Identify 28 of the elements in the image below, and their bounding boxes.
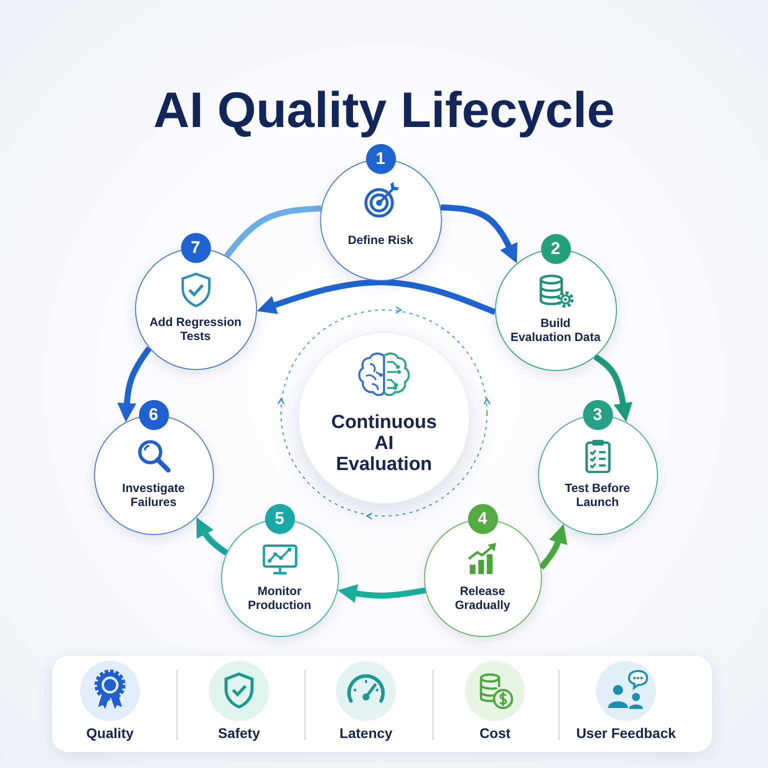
step-number: 6 (138, 400, 168, 430)
metric-label: User Feedback (575, 724, 677, 742)
arrow (440, 204, 518, 264)
step-number: 5 (264, 504, 294, 534)
arrow (594, 354, 632, 422)
arrow (538, 524, 568, 570)
step-label: Build Evaluation Data (509, 316, 602, 344)
arrow (338, 584, 426, 603)
metric-label: Cost (478, 724, 512, 742)
arrow (196, 517, 228, 556)
center-title: Continuous AI Evaluation (330, 412, 438, 474)
step-label: Add Regression Tests (148, 314, 242, 342)
arrow (117, 346, 152, 422)
metric-label: Quality (85, 724, 135, 742)
step-number: 3 (582, 400, 612, 430)
metric-label: Safety (216, 724, 262, 742)
step-number: 2 (540, 234, 570, 264)
step-label: Monitor Production (246, 584, 312, 612)
step-label: Investigate Failures (121, 480, 186, 508)
step-number: 7 (180, 232, 210, 262)
step-number: 1 (366, 144, 396, 174)
title: AI Quality Lifecycle (152, 81, 616, 140)
step-number: 4 (468, 504, 498, 534)
arrow (256, 279, 496, 315)
step-label: Test Before Launch (564, 480, 632, 508)
metric-label: Latency (338, 724, 394, 742)
step-label: Define Risk (346, 232, 414, 246)
step-label: Release Gradually (454, 584, 512, 612)
